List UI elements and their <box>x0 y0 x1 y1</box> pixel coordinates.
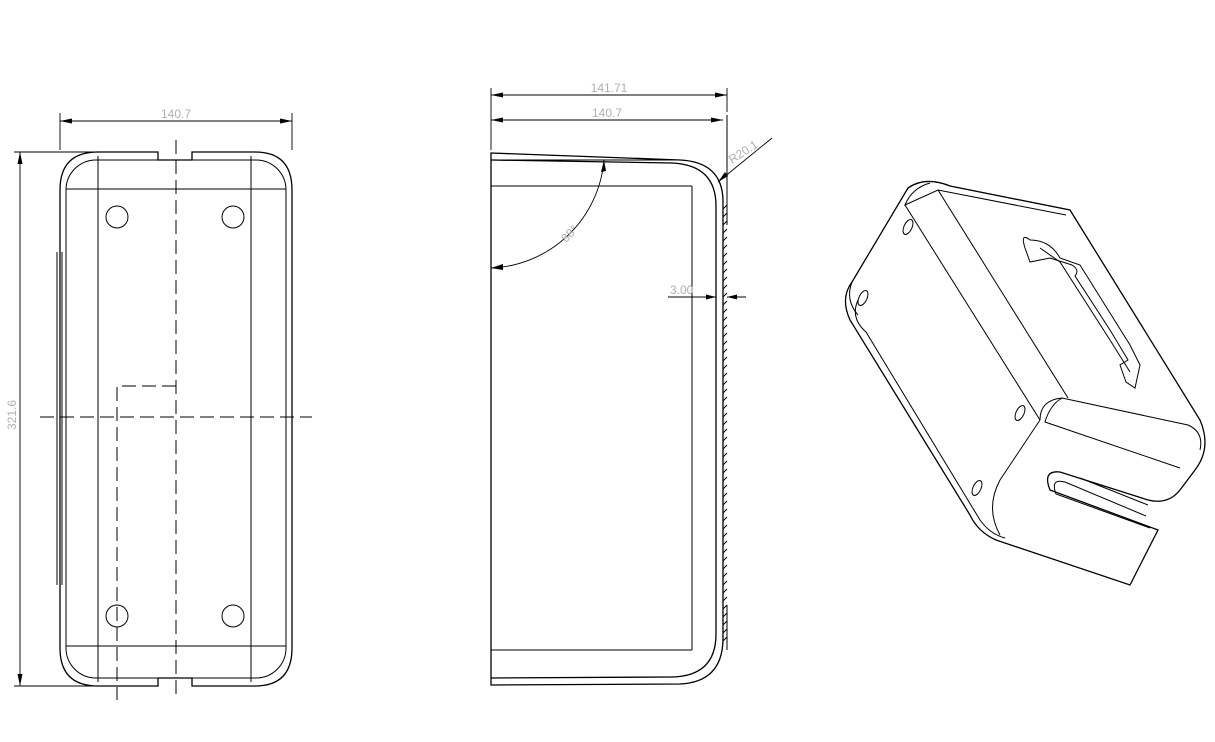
hatch-line <box>722 316 728 322</box>
thickness-dimension: 3.00 <box>670 283 694 297</box>
hatch-line <box>722 268 728 274</box>
hatch-line <box>722 372 728 378</box>
side-view: 141.71 140.7 R20.1 88° 3.00 <box>490 81 773 686</box>
hatch-line <box>722 340 728 346</box>
front-height-dimension: 321.6 <box>5 400 19 430</box>
hatch-line <box>722 220 728 226</box>
hatch-line <box>722 228 728 234</box>
hatch-line <box>722 484 728 490</box>
hatch-line <box>722 276 728 282</box>
hatch-line <box>722 204 728 210</box>
hatch-line <box>722 452 728 458</box>
angle-dimension: 88° <box>558 222 581 245</box>
side-outer-width-dimension: 141.71 <box>591 81 628 95</box>
hatch-line <box>722 244 728 250</box>
hatch-line <box>722 620 728 626</box>
hatch-line <box>722 524 728 530</box>
hatch-line <box>722 308 728 314</box>
mounting-hole <box>902 219 914 235</box>
mounting-hole <box>221 604 245 628</box>
hatch-line <box>722 348 728 354</box>
hatch-line <box>722 252 728 258</box>
hatch-line <box>722 332 728 338</box>
hatch-line <box>722 492 728 498</box>
hatch-line <box>722 436 728 442</box>
hatch-line <box>722 292 728 298</box>
hatch-line <box>722 364 728 370</box>
hatch-line <box>722 500 728 506</box>
hatch-line <box>722 604 728 610</box>
hatch-line <box>722 420 728 426</box>
hatch-line <box>722 356 728 362</box>
mounting-hole <box>971 480 983 496</box>
hatch-line <box>722 236 728 242</box>
mounting-hole <box>1014 405 1026 421</box>
hatch-line <box>722 596 728 602</box>
hatch-line <box>722 324 728 330</box>
front-view: 140.7 321.6 <box>5 107 312 700</box>
hatch-line <box>722 532 728 538</box>
hatch-line <box>722 212 728 218</box>
hatch-line <box>722 388 728 394</box>
hatch-line <box>722 412 728 418</box>
section-hatching <box>722 204 728 642</box>
hatch-line <box>722 468 728 474</box>
hatch-line <box>722 548 728 554</box>
hatch-line <box>722 612 728 618</box>
mounting-hole <box>221 205 245 229</box>
hatch-line <box>722 476 728 482</box>
hatch-line <box>722 564 728 570</box>
hatch-line <box>722 516 728 522</box>
hatch-line <box>722 428 728 434</box>
mounting-hole <box>857 290 869 306</box>
hatch-line <box>722 580 728 586</box>
hatch-line <box>722 284 728 290</box>
front-width-dimension: 140.7 <box>161 107 191 121</box>
hatch-line <box>722 588 728 594</box>
hatch-line <box>722 260 728 266</box>
hatch-line <box>722 556 728 562</box>
hatch-line <box>722 396 728 402</box>
side-inner-width-dimension: 140.7 <box>592 106 622 120</box>
hatch-line <box>722 300 728 306</box>
isometric-view <box>844 180 1206 586</box>
hatch-line <box>722 380 728 386</box>
mounting-hole <box>105 205 129 229</box>
hatch-line <box>722 444 728 450</box>
hatch-line <box>722 404 728 410</box>
hatch-line <box>722 460 728 466</box>
radius-dimension: R20.1 <box>726 137 761 166</box>
hatch-line <box>722 628 728 634</box>
hatch-line <box>722 636 728 642</box>
hatch-line <box>722 540 728 546</box>
hatch-line <box>722 572 728 578</box>
hatch-line <box>722 508 728 514</box>
